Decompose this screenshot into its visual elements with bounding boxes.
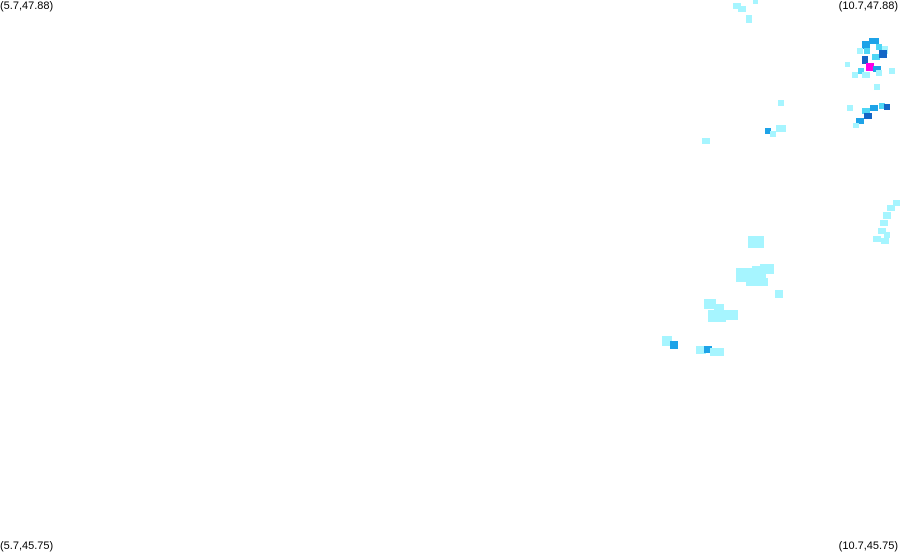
precip-cell (870, 105, 878, 111)
corner-label-top-right: (10.7,47.88) (838, 0, 898, 12)
precip-cell (710, 348, 724, 356)
precip-cell (746, 15, 752, 23)
precip-cell (778, 100, 784, 106)
precip-cell (670, 341, 678, 349)
precip-cell (765, 128, 771, 134)
precip-cell (887, 205, 895, 211)
precip-cell (893, 200, 900, 206)
precip-cell (775, 290, 783, 298)
precip-cell (866, 63, 874, 71)
precip-cell (753, 0, 758, 4)
precip-cell (862, 72, 870, 78)
precip-cell (876, 44, 882, 50)
precip-cell (862, 56, 868, 64)
precip-cell (862, 108, 870, 114)
precip-cell (879, 50, 887, 58)
precip-cell (847, 105, 853, 111)
corner-label-top-left: (5.7,47.88) (0, 0, 54, 12)
precip-cell (738, 6, 746, 12)
precip-cell (880, 220, 888, 226)
precip-cell (704, 299, 716, 309)
precip-cell (857, 48, 863, 54)
precip-cell (881, 238, 889, 244)
precip-cell (748, 236, 764, 248)
precip-cell (873, 236, 881, 242)
precip-cell (733, 3, 741, 9)
precip-cell (872, 54, 880, 60)
corner-label-bottom-right: (10.7,45.75) (838, 540, 898, 552)
precip-cell (696, 346, 706, 354)
precip-cell (864, 113, 872, 119)
precip-cell (853, 123, 859, 128)
precip-cell (776, 125, 786, 132)
precip-cell (722, 310, 738, 320)
precip-cell (760, 264, 774, 274)
precip-cell (874, 84, 880, 90)
precip-cell (746, 278, 768, 286)
precip-cell (878, 228, 886, 234)
precip-cell (869, 38, 879, 44)
precip-cell (879, 103, 885, 109)
precip-cell (704, 346, 712, 353)
precip-cell (862, 41, 870, 49)
precip-cell (662, 336, 672, 346)
precip-cell (714, 304, 724, 312)
precip-cell (852, 72, 858, 78)
precip-cell (856, 118, 864, 124)
precip-cell (864, 48, 870, 54)
precip-cell (770, 131, 776, 137)
precip-cell (883, 212, 891, 219)
precip-cell (845, 62, 850, 67)
precip-cell (884, 104, 890, 110)
precip-cell (884, 232, 890, 238)
precip-cell (873, 66, 881, 72)
precip-cell (876, 70, 882, 76)
corner-label-bottom-left: (5.7,45.75) (0, 540, 54, 552)
precip-cell (708, 310, 726, 322)
precip-cell (889, 68, 895, 74)
precip-cell (702, 138, 710, 144)
precip-cell (858, 68, 864, 74)
